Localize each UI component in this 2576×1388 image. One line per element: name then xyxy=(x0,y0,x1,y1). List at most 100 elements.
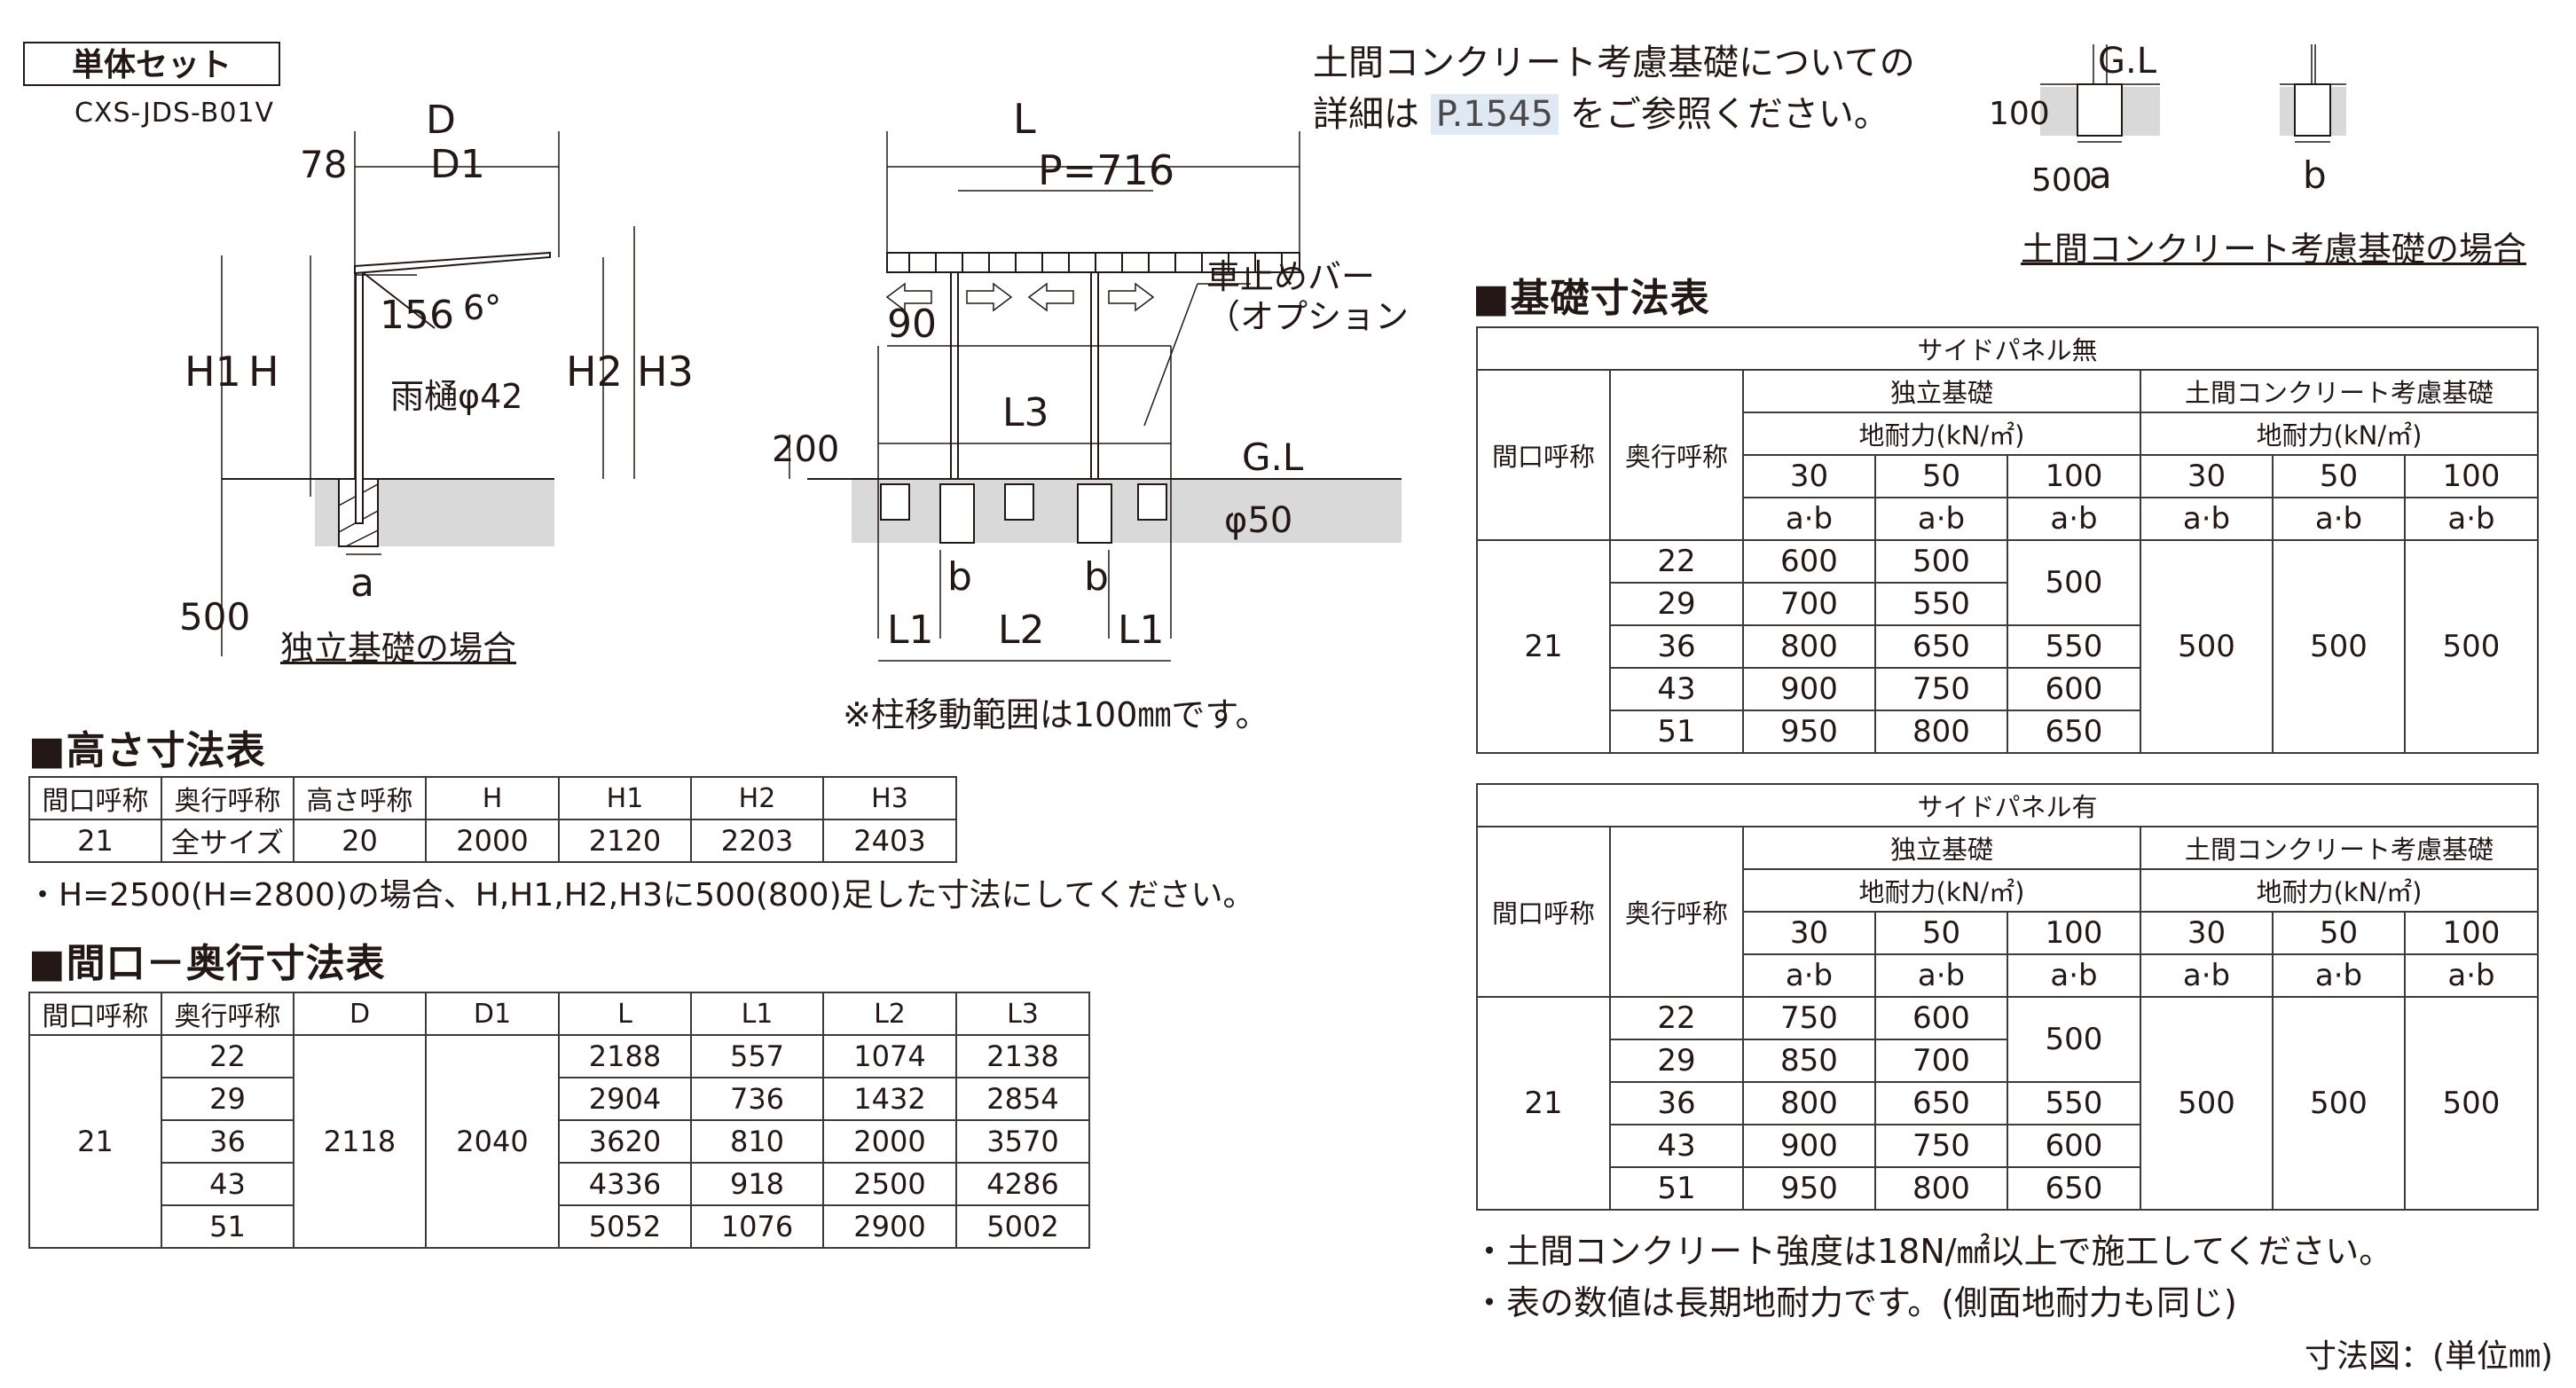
cell: 550 xyxy=(1874,582,2008,626)
dim-b-right: b xyxy=(1084,554,1109,600)
gutter-label: 雨樋φ42 xyxy=(390,377,522,416)
dim-100: 100 xyxy=(1989,96,2050,132)
reference-prefix: 詳細は xyxy=(1313,94,1419,135)
cell: 850 xyxy=(1742,1039,1876,1083)
cell: 3570 xyxy=(955,1119,1090,1164)
D-cell: 2118 xyxy=(293,1034,427,1249)
cell: 950 xyxy=(1742,1166,1876,1211)
depth-cell: 51 xyxy=(1609,710,1744,754)
cell: 21 xyxy=(28,819,162,863)
cell: 2403 xyxy=(822,819,957,863)
ab-label: a·b xyxy=(2007,497,2141,541)
header-depth: 奥行呼称 xyxy=(1609,826,1744,998)
ground-band xyxy=(852,479,1402,543)
ab-label: a·b xyxy=(1742,497,1876,541)
header-depth: 奥行呼称 xyxy=(161,776,295,820)
frontage-cell: 21 xyxy=(28,1034,162,1249)
header-H3: H3 xyxy=(822,776,957,820)
capacity-30: 30 xyxy=(2140,911,2274,955)
front-elevation-diagram: L P=716 90 L3 200 G.L φ50 b b L1 L2 L1 車… xyxy=(772,95,1410,662)
header-independent: 独立基礎 xyxy=(1742,369,2141,413)
dim-a: a xyxy=(2089,153,2112,197)
cell: 20 xyxy=(293,819,427,863)
cell: 600 xyxy=(2007,667,2141,711)
foundation-table-no-panel: サイドパネル無 間口呼称 奥行呼称 独立基礎 土間コンクリート考慮基礎 地耐力(… xyxy=(1475,326,2540,754)
dim-78: 78 xyxy=(300,143,347,186)
cell: 550 xyxy=(2007,1081,2141,1125)
reference-line-1: 土間コンクリート考慮基礎についての xyxy=(1313,43,1915,83)
ab-label: a·b xyxy=(2403,497,2540,541)
cell: 2138 xyxy=(955,1034,1090,1078)
height-table-title: ■高さ寸法表 xyxy=(28,728,266,773)
foundation-title: ■基礎寸法表 xyxy=(1473,276,1710,321)
stopper-label: 車止めバー xyxy=(1206,257,1375,296)
stopper-footing xyxy=(1004,483,1034,521)
dim-H2: H2 xyxy=(566,348,623,396)
header-concrete: 土間コンクリート考慮基礎 xyxy=(2139,369,2540,413)
D1-cell: 2040 xyxy=(425,1034,560,1249)
dim-b: b xyxy=(2303,153,2327,197)
header-height-class: 高さ呼称 xyxy=(293,776,427,820)
capacity-30: 30 xyxy=(1742,454,1876,498)
concrete-50-cell: 500 xyxy=(2272,996,2406,1211)
cell: 全サイズ xyxy=(161,819,295,863)
cell: 5002 xyxy=(955,1204,1090,1249)
cell: 650 xyxy=(2007,1166,2141,1211)
dim-90: 90 xyxy=(887,302,937,347)
merged-100-cell: 500 xyxy=(2007,539,2141,626)
table-caption: サイドパネル有 xyxy=(1475,783,2540,827)
cell: 1074 xyxy=(822,1034,957,1078)
cell: 1432 xyxy=(822,1077,957,1121)
header-concrete: 土間コンクリート考慮基礎 xyxy=(2139,826,2540,870)
dim-H: H xyxy=(248,348,279,396)
header-D1: D1 xyxy=(425,992,560,1036)
cell: 2120 xyxy=(558,819,692,863)
cell: 2188 xyxy=(558,1034,692,1078)
cell: 4286 xyxy=(955,1162,1090,1206)
capacity-50: 50 xyxy=(2272,911,2406,955)
cell: 700 xyxy=(1874,1039,2008,1083)
side-elevation-diagram: D D1 78 156 6° H1 H H2 H3 雨樋φ42 500 a xyxy=(179,98,692,656)
page-reference-link[interactable]: P.1545 xyxy=(1430,94,1559,135)
ab-label: a·b xyxy=(1874,953,2008,998)
frontage-cell: 21 xyxy=(1476,996,1611,1211)
cell: 2500 xyxy=(822,1162,957,1206)
ab-label: a·b xyxy=(1874,497,2008,541)
cell: 650 xyxy=(1874,1081,2008,1125)
cell: 22 xyxy=(161,1034,295,1078)
reference-suffix: をご参照ください。 xyxy=(1569,94,1889,135)
header-bearing: 地耐力(kN/㎡) xyxy=(1742,868,2141,913)
capacity-30: 30 xyxy=(2140,454,2274,498)
cell: 5052 xyxy=(558,1204,692,1249)
cell: 900 xyxy=(1742,1124,1876,1168)
cell: 550 xyxy=(2007,624,2141,669)
header-L2: L2 xyxy=(822,992,957,1036)
cell: 736 xyxy=(690,1077,824,1121)
header-H2: H2 xyxy=(690,776,824,820)
depth-cell: 43 xyxy=(1609,667,1744,711)
dim-L3: L3 xyxy=(1002,390,1049,435)
concrete-30-cell: 500 xyxy=(2140,996,2274,1211)
cell: 800 xyxy=(1874,1166,2008,1211)
dim-500: 500 xyxy=(2031,162,2093,199)
depth-cell: 29 xyxy=(1609,1039,1744,1083)
capacity-30: 30 xyxy=(1742,911,1876,955)
concrete-diagram-caption: 土間コンクリート考慮基礎の場合 xyxy=(2021,230,2527,269)
footing-right xyxy=(1077,483,1112,544)
header-frontage: 間口呼称 xyxy=(28,992,162,1036)
stopper-footing xyxy=(880,483,910,521)
size-table: 間口呼称 奥行呼称 D D1 L L1 L2 L3 21 22 2118 204… xyxy=(28,992,1090,1249)
stopper-footing xyxy=(1137,483,1167,521)
cell: 918 xyxy=(690,1162,824,1206)
post xyxy=(355,265,364,524)
cell: 800 xyxy=(1874,710,2008,754)
header-bearing: 地耐力(kN/㎡) xyxy=(2139,868,2540,913)
cell: 2904 xyxy=(558,1077,692,1121)
ab-label: a·b xyxy=(2272,953,2406,998)
header-H: H xyxy=(425,776,560,820)
cell: 750 xyxy=(1742,996,1876,1040)
post-right xyxy=(1090,271,1099,480)
header-D: D xyxy=(293,992,427,1036)
cell: 500 xyxy=(1874,539,2008,584)
cell: 43 xyxy=(161,1162,295,1206)
